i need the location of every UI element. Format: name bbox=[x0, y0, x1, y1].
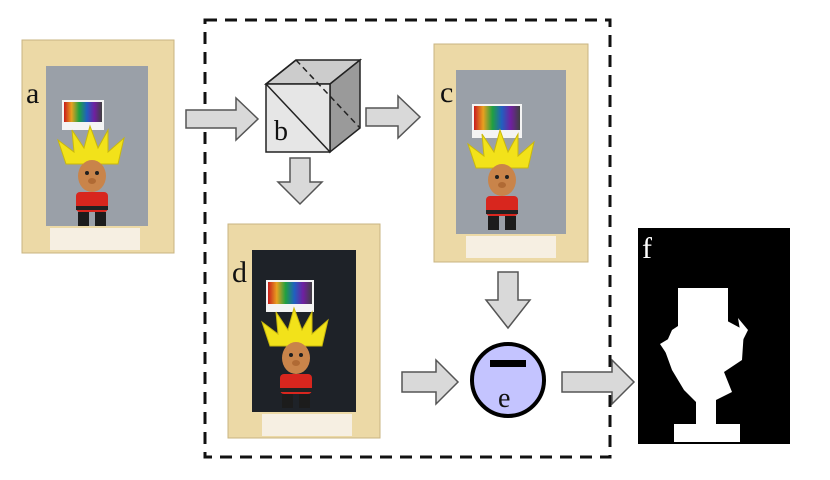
label-c: c bbox=[440, 76, 453, 109]
arrow-d-to-e bbox=[401, 358, 460, 406]
arrow-b-to-c bbox=[365, 94, 422, 140]
arrow-a-to-b bbox=[185, 96, 260, 142]
arrow-c-to-e bbox=[484, 271, 532, 330]
label-e: e bbox=[498, 383, 510, 414]
subtract-operator-icon: e bbox=[470, 342, 546, 418]
photo-a: a bbox=[21, 39, 175, 254]
dashed-system-box bbox=[203, 18, 612, 459]
label-b: b bbox=[274, 116, 288, 147]
label-a: a bbox=[26, 77, 39, 110]
arrow-b-to-d bbox=[276, 157, 324, 206]
label-d: d bbox=[232, 256, 247, 289]
arrow-e-to-f bbox=[561, 358, 636, 406]
label-f: f bbox=[642, 232, 652, 265]
beam-splitter-cube-icon: b bbox=[263, 58, 363, 154]
mask-f: f bbox=[638, 228, 790, 444]
photo-d: d bbox=[227, 223, 381, 439]
photo-c: c bbox=[433, 43, 589, 263]
